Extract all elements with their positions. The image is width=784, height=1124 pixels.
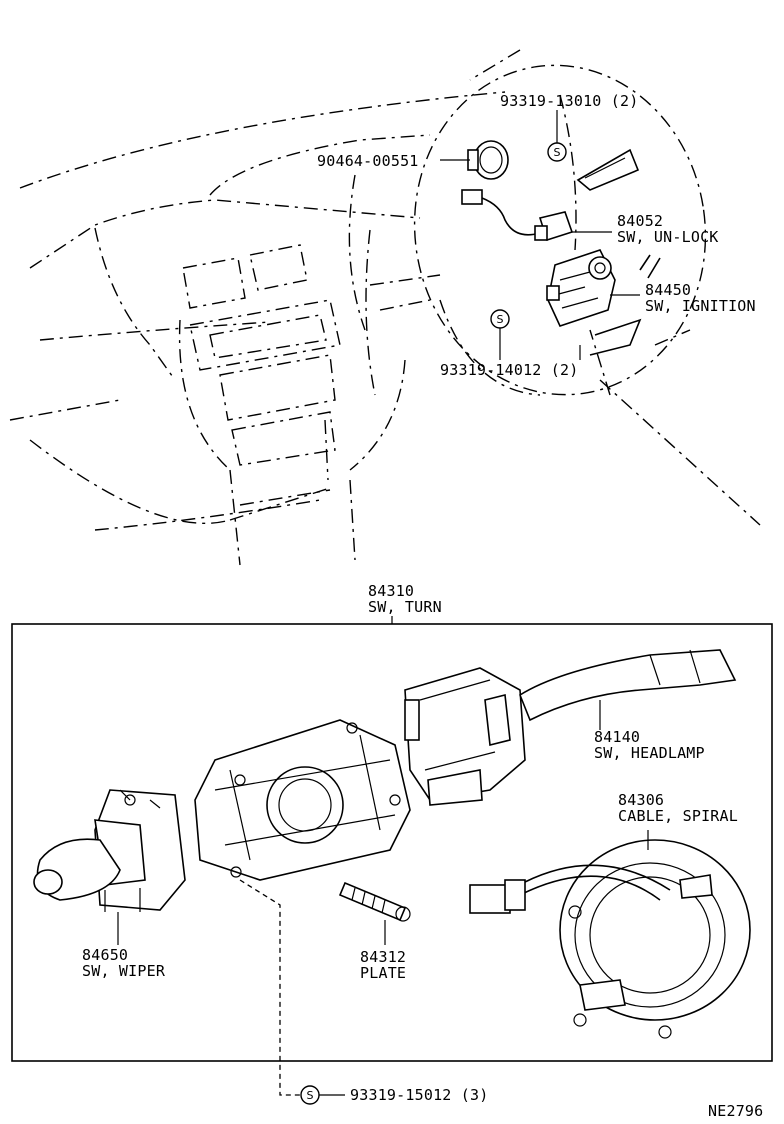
part-name-turn: SW, TURN <box>368 598 442 616</box>
part-number-84052: 84052 <box>617 212 663 230</box>
screw-symbol-mid: S <box>490 309 581 360</box>
dashboard-outline <box>9 49 761 566</box>
diagram-id: NE2796 <box>708 1102 763 1120</box>
part-name-un-lock: SW, UN-LOCK <box>617 228 719 246</box>
turn-switch-body-part <box>194 719 411 881</box>
turn-switch-assembly-box <box>11 623 773 1062</box>
part-number-84450: 84450 <box>645 281 691 299</box>
part-label-93319-13010: 93319-13010 (2) <box>500 92 638 110</box>
bolt-90464-00551 <box>467 140 509 180</box>
column-cover-pieces <box>576 148 661 356</box>
part-name-ignition: SW, IGNITION <box>645 297 756 315</box>
svg-text:S: S <box>554 146 561 159</box>
leader-lines-bottom <box>117 700 649 1096</box>
part-label-90464-00551: 90464-00551 <box>317 152 419 170</box>
part-label-93319-15012: 93319-15012 (3) <box>350 1086 488 1104</box>
ignition-switch-part <box>546 249 616 327</box>
svg-text:S: S <box>497 313 504 326</box>
part-name-headlamp: SW, HEADLAMP <box>594 744 705 762</box>
svg-text:S: S <box>307 1089 314 1102</box>
plate-part <box>338 881 411 922</box>
screw-symbol-top: S <box>547 110 567 162</box>
part-number-84312: 84312 <box>360 948 406 966</box>
part-name-wiper: SW, WIPER <box>82 962 166 980</box>
part-name-plate: PLATE <box>360 964 406 982</box>
part-number-84140: 84140 <box>594 728 640 746</box>
part-number-84650: 84650 <box>82 946 128 964</box>
leader-lines-top <box>440 159 640 296</box>
part-number-84310: 84310 <box>368 582 414 600</box>
part-number-84306: 84306 <box>618 791 664 809</box>
headlamp-switch-part <box>404 649 737 806</box>
screw-symbol-bottom: S <box>300 1085 345 1105</box>
spiral-cable-part <box>469 839 751 1039</box>
part-label-93319-14012: 93319-14012 (2) <box>440 361 578 379</box>
wiper-switch-part <box>33 789 186 912</box>
unlock-switch-part <box>461 189 574 242</box>
part-name-spiral: CABLE, SPIRAL <box>618 807 738 825</box>
